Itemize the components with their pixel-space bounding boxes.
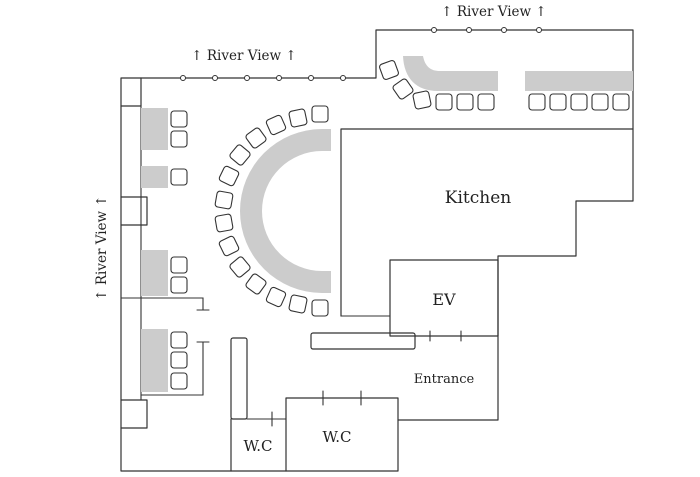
left-booth-seats <box>170 110 188 390</box>
entrance-counter <box>310 332 416 350</box>
river-view-label-left: ↑ River View ↑ <box>94 195 110 300</box>
window-dots-upper-right <box>431 27 542 33</box>
upper-counter-straight <box>525 71 633 91</box>
entrance-door-right <box>460 330 499 342</box>
window-ledge-top <box>120 77 142 107</box>
left-booth-counters <box>141 108 168 392</box>
entrance-door-left <box>414 330 431 342</box>
entrance-label: Entrance <box>414 372 475 387</box>
elevator-shaft <box>389 259 499 337</box>
upper-counter-seats <box>379 60 630 111</box>
upper-counter-curved <box>403 56 498 91</box>
restroom-right-wall <box>285 397 399 472</box>
river-view-label-upper-right: ↑ River View ↑ <box>441 4 546 20</box>
curved-counter-seats <box>214 105 329 317</box>
elevator-label: EV <box>432 290 456 309</box>
restroom-label-left: W.C <box>243 437 272 455</box>
outer-wall <box>120 29 634 472</box>
corridor-divider <box>230 337 248 420</box>
restroom-label-right: W.C <box>322 428 351 446</box>
partition-left <box>140 297 204 311</box>
kitchen-label: Kitchen <box>445 188 511 208</box>
window-dots-top <box>180 75 346 81</box>
river-view-label-top: ↑ River View ↑ <box>191 48 296 64</box>
kitchen-wall <box>340 128 634 317</box>
curved-counter <box>240 129 331 293</box>
